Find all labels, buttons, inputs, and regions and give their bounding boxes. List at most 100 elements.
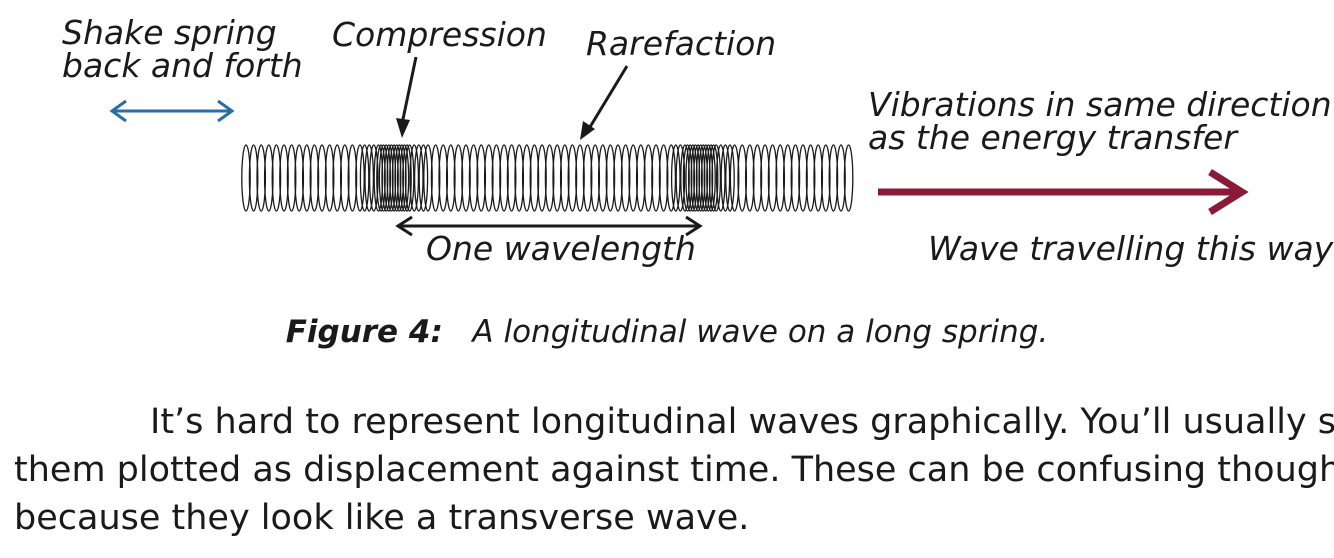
spring-coil — [347, 144, 358, 212]
spring-coil — [775, 144, 786, 212]
spring-coil — [402, 144, 412, 212]
rarefaction-pointer-arrow — [580, 65, 629, 140]
spring-coil — [658, 144, 669, 212]
spring-coil — [332, 144, 343, 212]
vibrations-label: Vibrations in same direction as the ener… — [868, 88, 1332, 154]
spring-coil — [628, 144, 639, 212]
shake-label-line-1: Shake spring — [62, 13, 277, 52]
spring-coil — [805, 144, 816, 212]
paragraph-line: It’s hard to represent longitudinal wave… — [150, 402, 1334, 442]
paragraph-line: because they look like a transverse wave… — [14, 498, 750, 538]
spring-coil — [413, 144, 424, 212]
spring-coil — [241, 144, 251, 212]
spring-coil — [294, 144, 305, 212]
spring-coil — [744, 144, 755, 212]
spring-coil — [399, 144, 410, 212]
longitudinal-wave-diagram — [109, 56, 1249, 237]
spring-coil — [820, 144, 831, 212]
spring-coil — [752, 144, 763, 212]
spring-coil — [711, 144, 722, 212]
compression-label: Compression — [332, 15, 547, 54]
figure-caption: Figure 4: A longitudinal wave on a long … — [0, 314, 1334, 350]
spring-coil — [544, 144, 555, 212]
spring-coil — [359, 144, 370, 212]
shake-double-arrow — [109, 99, 235, 123]
wavelength-double-arrow — [395, 215, 703, 237]
spring-coil — [666, 144, 677, 212]
spring-coil — [430, 144, 441, 212]
spring-coil — [670, 144, 681, 212]
spring-coil — [708, 144, 719, 212]
spring-coil — [404, 144, 415, 212]
spring-coil — [491, 144, 502, 212]
spring-coil — [537, 144, 547, 212]
spring-coil — [409, 144, 420, 212]
spring-coil — [324, 144, 335, 212]
spring-coil — [760, 144, 770, 212]
spring-coil — [643, 144, 654, 212]
spring-coil — [317, 144, 327, 212]
spring-coil — [529, 144, 540, 212]
spring-coil — [582, 144, 593, 212]
spring-coil — [438, 144, 449, 212]
spring-coil — [552, 144, 563, 212]
spring-coil — [521, 144, 532, 212]
spring-coil — [706, 144, 716, 212]
spring-coil — [597, 144, 608, 212]
spring-coil — [445, 144, 456, 212]
compression-pointer-arrow — [396, 56, 418, 138]
spring-coils — [241, 144, 854, 212]
spring-coil — [355, 144, 365, 212]
spring-coil — [453, 144, 464, 212]
spring-coil — [715, 144, 726, 212]
spring-coil — [559, 144, 570, 212]
travel-direction-arrow — [878, 169, 1249, 215]
spring-coil — [364, 144, 375, 212]
vibrations-label-line-2: as the energy transfer — [868, 118, 1237, 157]
vibrations-label-line-1: Vibrations in same direction — [868, 85, 1332, 124]
spring-coil — [605, 144, 616, 212]
spring-coil — [286, 144, 297, 212]
spring-coil — [468, 144, 479, 212]
spring-coil — [368, 144, 379, 212]
spring-coil — [720, 144, 731, 212]
shake-label: Shake spring back and forth — [62, 13, 303, 82]
spring-coil — [483, 144, 494, 212]
spring-coil — [836, 144, 846, 212]
spring-coil — [279, 144, 289, 212]
spring-coil — [651, 144, 661, 212]
spring-coil — [248, 144, 259, 212]
spring-coil — [782, 144, 793, 212]
spring-coil — [737, 144, 748, 212]
spring-coil — [790, 144, 801, 212]
spring-coil — [843, 144, 854, 212]
spring-coil — [476, 144, 487, 212]
body-paragraph: It’s hard to represent longitudinal wave… — [14, 398, 1334, 542]
spring-coil — [256, 144, 267, 212]
spring-coil — [499, 144, 509, 212]
spring-coil — [767, 144, 778, 212]
spring-coil — [590, 144, 601, 212]
spring-coil — [798, 144, 808, 212]
rarefaction-label: Rarefaction — [586, 24, 777, 63]
travel-label: Wave travelling this way — [928, 229, 1334, 268]
spring-coil — [461, 144, 471, 212]
spring-coil — [506, 144, 517, 212]
figure-number: Figure 4: — [285, 314, 443, 350]
caption-text: A longitudinal wave on a long spring. — [472, 314, 1049, 350]
spring-coil — [725, 144, 735, 212]
spring-coil — [828, 144, 839, 212]
wavelength-label: One wavelength — [426, 229, 696, 268]
spring-coil — [423, 144, 433, 212]
spring-coil — [301, 144, 312, 212]
spring-coil — [418, 144, 429, 212]
paragraph-line: them plotted as displacement against tim… — [14, 450, 1334, 490]
spring-coil — [339, 144, 350, 212]
spring-coil — [309, 144, 320, 212]
spring-coil — [271, 144, 282, 212]
spring-coil — [813, 144, 824, 212]
spring-coil — [675, 144, 686, 212]
spring-coil — [575, 144, 585, 212]
spring-coil — [263, 144, 274, 212]
spring-coil — [567, 144, 578, 212]
